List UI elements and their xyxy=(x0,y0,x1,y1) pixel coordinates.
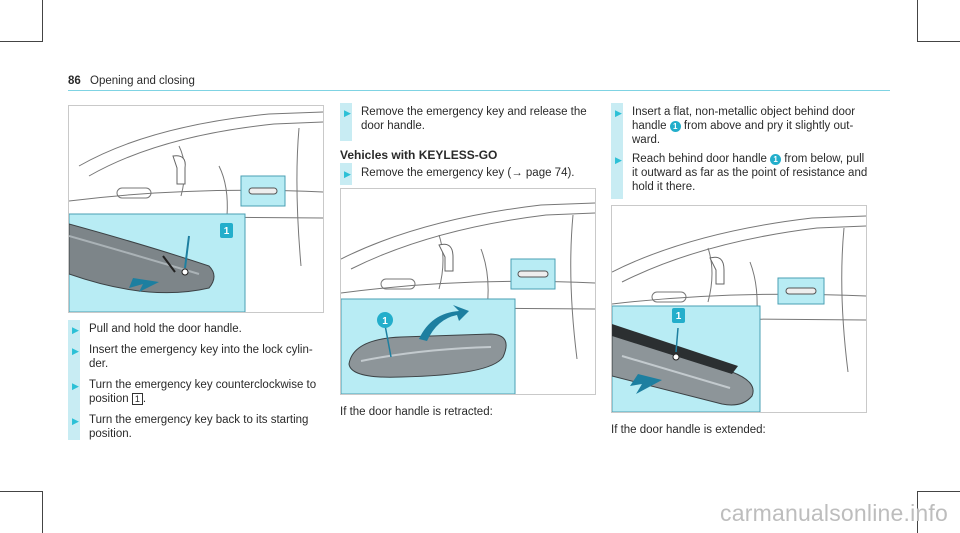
header-rule xyxy=(68,90,890,91)
crop-mark xyxy=(918,491,960,492)
callout-badge: 1 xyxy=(770,154,782,165)
figure-door-handle-key: 1 xyxy=(68,105,324,313)
figure-caption: If the door handle is extended: xyxy=(611,424,766,436)
play-arrow-icon: ▶ xyxy=(72,346,79,356)
crop-mark xyxy=(0,41,42,42)
crop-mark xyxy=(0,491,42,492)
callout-badge: 1 xyxy=(669,121,681,132)
play-arrow-icon: ▶ xyxy=(615,155,622,165)
crop-mark xyxy=(918,41,960,42)
play-arrow-icon: ▶ xyxy=(72,416,79,426)
step-bar xyxy=(611,103,623,153)
crop-mark xyxy=(42,491,43,533)
figure-caption: If the door handle is retracted: xyxy=(340,406,493,418)
figure-callout-1: 1 xyxy=(382,316,388,327)
crop-mark xyxy=(917,491,918,533)
play-arrow-icon: ▶ xyxy=(72,325,79,335)
figure-callout-1: 1 xyxy=(224,226,230,237)
play-arrow-icon: ▶ xyxy=(344,169,351,179)
step-bar xyxy=(340,103,352,141)
section-title: Opening and closing xyxy=(90,75,195,87)
figure-callout-1: 1 xyxy=(676,311,682,322)
section-heading: Vehicles with KEYLESS-GO xyxy=(340,148,498,162)
watermark: carmanualsonline.info xyxy=(720,500,948,526)
play-arrow-icon: ▶ xyxy=(615,108,622,118)
crop-mark xyxy=(917,0,918,42)
step-bar xyxy=(611,153,623,199)
page-ref-arrow: → xyxy=(511,167,523,179)
figure-door-handle-extended: 1 xyxy=(611,205,867,413)
play-arrow-icon: ▶ xyxy=(72,381,79,391)
crop-mark xyxy=(42,0,43,42)
play-arrow-icon: ▶ xyxy=(344,108,351,118)
page-number: 86 xyxy=(68,75,81,87)
figure-door-handle-retracted: 1 xyxy=(340,188,596,395)
position-label: 1 xyxy=(131,393,143,405)
step-bar xyxy=(68,320,80,440)
step-bar xyxy=(340,163,352,185)
